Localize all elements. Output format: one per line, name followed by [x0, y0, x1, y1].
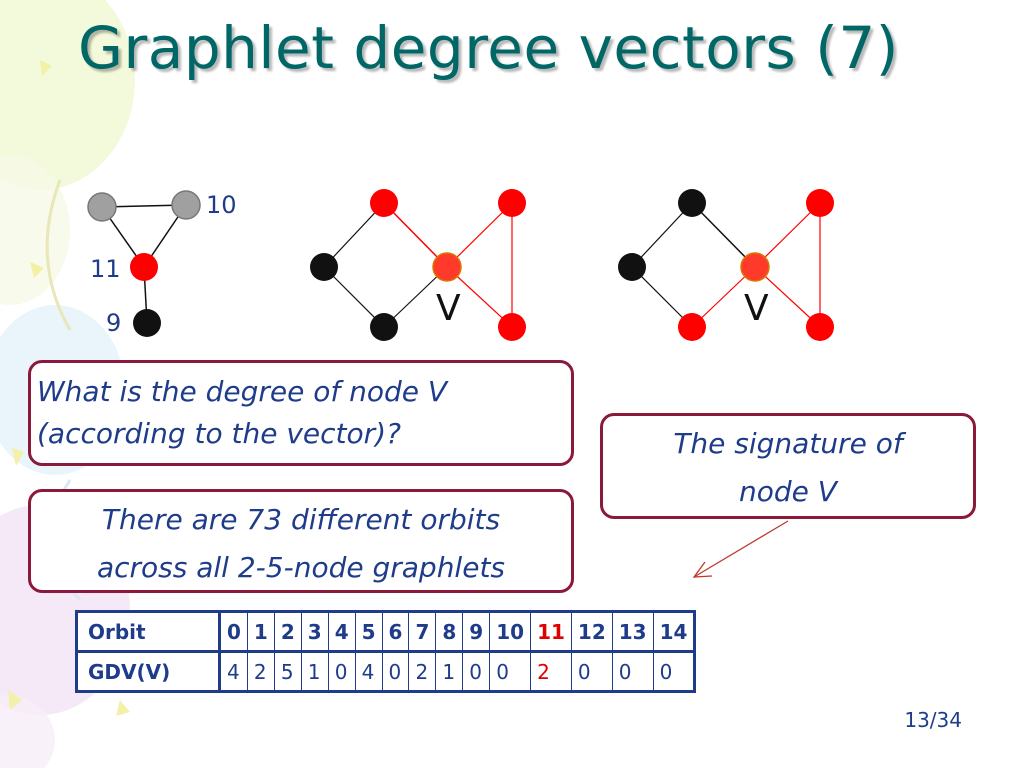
gdv-cell-highlighted: 2: [530, 651, 572, 692]
slide-title: Graphlet degree vectors (7): [78, 14, 899, 82]
node-label-10: 10: [206, 191, 237, 219]
graph-node-v: [432, 252, 462, 282]
graph-edge: [691, 202, 756, 268]
balloon-string: [45, 179, 72, 331]
gdv-cell: 4: [218, 651, 248, 692]
graph-node-red: [678, 313, 706, 341]
signature-note-line-1: The signature of: [673, 427, 903, 460]
graph-edge: [631, 202, 693, 268]
orbit-cell: 14: [652, 611, 696, 653]
orbit-row: Orbit 0 1 2 3 4 5 6 7 8 9 10 11 12 13 14: [76, 611, 696, 653]
graph-edge-red: [383, 202, 448, 268]
confetti-decoration: [30, 262, 44, 278]
graph-node-red: [498, 313, 526, 341]
graph-node-v: [740, 252, 770, 282]
orbit-cell-highlighted: 11: [530, 611, 572, 653]
gdv-cell: 0: [652, 651, 696, 692]
gdv-cell: 0: [611, 651, 654, 692]
signature-note-box: The signature of node V: [600, 413, 976, 519]
balloon-decoration: [0, 695, 55, 768]
gdv-cell: 0: [462, 651, 491, 692]
balloon-decoration: [0, 155, 70, 305]
question-line-2: (according to the vector)?: [37, 417, 401, 450]
orbit-cell: 3: [300, 611, 329, 653]
gdv-cell: 1: [435, 651, 464, 692]
question-line-1: What is the degree of node V: [37, 375, 448, 408]
graph-node-red: [130, 253, 158, 281]
graph-edge: [323, 202, 385, 268]
arrow-head: [692, 561, 713, 578]
orbit-cell: 13: [611, 611, 654, 653]
gdv-cell: 0: [570, 651, 613, 692]
orbit-row-header: Orbit: [76, 611, 220, 653]
balloon-decoration: [0, 0, 135, 190]
graph-node-gray: [171, 190, 201, 220]
center-graph: V: [310, 189, 526, 341]
gdv-cell: 2: [246, 651, 275, 692]
graph-edge: [323, 266, 385, 328]
graph-node-black: [678, 189, 706, 217]
signature-arrow: [692, 520, 789, 578]
confetti-decoration: [40, 60, 52, 76]
gdv-row-header: GDV(V): [76, 651, 220, 692]
gdv-table: Orbit 0 1 2 3 4 5 6 7 8 9 10 11 12 13 14…: [75, 610, 697, 693]
graph-node-red: [806, 313, 834, 341]
orbit-cell: 1: [246, 611, 275, 653]
graph-node-red: [498, 189, 526, 217]
confetti-decoration: [8, 690, 22, 710]
graph-node-red: [806, 189, 834, 217]
question-box: What is the degree of node V (according …: [28, 360, 574, 466]
gdv-cell: 0: [381, 651, 410, 692]
gdv-cell: 0: [327, 651, 356, 692]
graph-edge: [631, 266, 693, 328]
graph-edge-red: [446, 202, 513, 268]
confetti-decoration: [12, 448, 24, 466]
node-label-9: 9: [106, 309, 121, 337]
arrow-line: [693, 520, 789, 578]
graph-node-black: [310, 253, 338, 281]
orbit-cell: 9: [462, 611, 491, 653]
gdv-cell: 2: [408, 651, 437, 692]
right-graph: V: [618, 189, 834, 341]
page-number: 13/34: [904, 708, 962, 732]
node-v-label: V: [744, 288, 769, 329]
gdv-cell: 0: [489, 651, 532, 692]
node-label-11: 11: [90, 255, 121, 283]
graph-edge-red: [754, 202, 821, 268]
orbit-cell: 10: [489, 611, 532, 653]
orbits-note-line-1: There are 73 different orbits: [101, 503, 501, 536]
orbit-cell: 7: [408, 611, 437, 653]
graph-node-red: [370, 189, 398, 217]
orbit-cell: 4: [327, 611, 356, 653]
node-v-label: V: [436, 288, 461, 329]
graph-node-black: [618, 253, 646, 281]
graph-node-black: [370, 313, 398, 341]
signature-note-line-2: node V: [739, 475, 837, 508]
orbits-note-box: There are 73 different orbits across all…: [28, 489, 574, 593]
left-graph: 10 11 9: [87, 190, 237, 337]
gdv-row: GDV(V) 4 2 5 1 0 4 0 2 1 0 0 2 0 0 0: [76, 651, 696, 692]
graph-node-gray: [87, 192, 117, 222]
confetti-decoration: [116, 700, 130, 716]
orbit-cell: 0: [218, 611, 248, 653]
orbit-cell: 5: [354, 611, 383, 653]
orbit-cell: 8: [435, 611, 464, 653]
gdv-cell: 5: [273, 651, 302, 692]
orbit-cell: 12: [570, 611, 613, 653]
orbits-note-line-2: across all 2-5-node graphlets: [96, 551, 506, 584]
gdv-cell: 4: [354, 651, 383, 692]
orbit-cell: 2: [273, 611, 302, 653]
graph-node-black: [133, 309, 161, 337]
gdv-cell: 1: [300, 651, 329, 692]
orbit-cell: 6: [381, 611, 410, 653]
